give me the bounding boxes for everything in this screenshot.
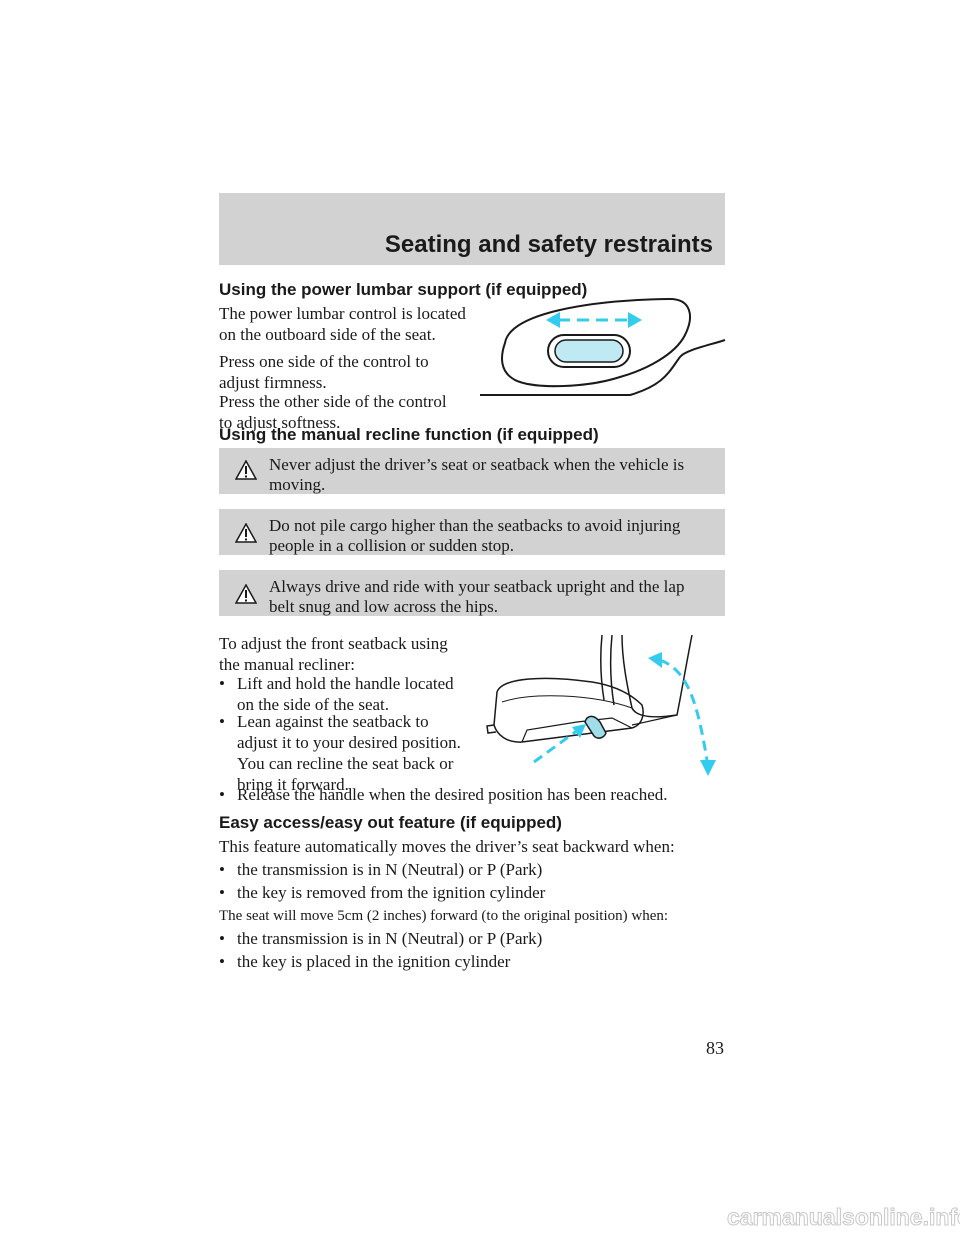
list-item: • the transmission is in N (Neutral) or … (219, 928, 725, 949)
text-line: on the side of the seat. (237, 695, 390, 714)
list-item: • Lean against the seatback to adjust it… (219, 711, 489, 795)
page-number: 83 (706, 1038, 724, 1058)
list-item: • Lift and hold the handle located on th… (219, 673, 489, 715)
list-item-text: Lean against the seatback to adjust it t… (237, 711, 461, 795)
text-line: moving. (269, 475, 326, 494)
list-item-text: Lift and hold the handle located on the … (237, 673, 454, 715)
lumbar-heading: Using the power lumbar support (if equip… (219, 280, 588, 299)
bullet-dot: • (219, 929, 225, 948)
warning-text: Always drive and ride with your seatback… (269, 577, 709, 617)
watermark-text: carmanualsonline.info (727, 1204, 960, 1230)
list-item: • the key is removed from the ignition c… (219, 882, 725, 903)
lumbar-paragraph-3: Press the other side of the control to a… (219, 391, 447, 433)
text-line: The power lumbar control is located (219, 304, 466, 323)
list-item: • the key is placed in the ignition cyli… (219, 951, 725, 972)
text-line: the manual recliner: (219, 655, 355, 674)
bullet-dot: • (219, 883, 225, 902)
easy-access-note: The seat will move 5cm (2 inches) forwar… (219, 908, 669, 924)
recline-intro: To adjust the front seatback using the m… (219, 633, 448, 675)
easy-access-intro: This feature automatically moves the dri… (219, 837, 675, 856)
text-line: Never adjust the driver’s seat or seatba… (269, 455, 685, 474)
bullet-dot: • (219, 860, 225, 879)
bullet-dot: • (219, 712, 225, 731)
list-item-text: the transmission is in N (Neutral) or P … (237, 929, 543, 948)
text-line: to adjust softness. (219, 413, 341, 432)
text-line: belt snug and low across the hips. (269, 597, 498, 616)
recline-heading: Using the manual recline function (if eq… (219, 425, 599, 444)
warning-box: Never adjust the driver’s seat or seatba… (219, 448, 725, 494)
text-line: To adjust the front seatback using (219, 634, 448, 653)
list-item: • the transmission is in N (Neutral) or … (219, 859, 725, 880)
warning-box: Always drive and ride with your seatback… (219, 570, 725, 616)
section-header-band: Seating and safety restraints (219, 193, 725, 265)
warning-text: Do not pile cargo higher than the seatba… (269, 516, 709, 556)
list-item-text: Release the handle when the desired posi… (237, 785, 668, 804)
list-item: • Release the handle when the desired po… (219, 784, 725, 805)
list-item-text: the transmission is in N (Neutral) or P … (237, 860, 543, 879)
bullet-dot: • (219, 674, 225, 693)
text-line: people in a collision or sudden stop. (269, 536, 515, 555)
watermark-logo: carmanualsonline.info (727, 1204, 960, 1231)
warning-triangle-icon (235, 523, 257, 543)
warning-text: Never adjust the driver’s seat or seatba… (269, 455, 709, 495)
text-line: Lean against the seatback to (237, 712, 429, 731)
text-line: adjust it to your desired position. (237, 733, 461, 752)
warning-box: Do not pile cargo higher than the seatba… (219, 509, 725, 555)
list-item-text: the key is placed in the ignition cylind… (237, 952, 511, 971)
text-line: adjust firmness. (219, 373, 327, 392)
text-line: Press the other side of the control (219, 392, 447, 411)
text-line: You can recline the seat back or (237, 754, 454, 773)
text-line: Always drive and ride with your seatback… (269, 577, 685, 596)
bullet-dot: • (219, 785, 225, 804)
text-line: on the outboard side of the seat. (219, 325, 436, 344)
text-line: Lift and hold the handle located (237, 674, 454, 693)
bullet-dot: • (219, 952, 225, 971)
text-line: Do not pile cargo higher than the seatba… (269, 516, 681, 535)
warning-triangle-icon (235, 460, 257, 480)
text-line: bring it forward. (237, 775, 349, 794)
section-title: Seating and safety restraints (384, 231, 713, 258)
lumbar-paragraph-2: Press one side of the control to adjust … (219, 351, 429, 393)
lumbar-control-illustration (480, 297, 726, 396)
seat-recliner-illustration (486, 634, 716, 776)
list-item-text: the key is removed from the ignition cyl… (237, 883, 546, 902)
lumbar-paragraph-1: The power lumbar control is located on t… (219, 303, 466, 345)
easy-access-heading: Easy access/easy out feature (if equippe… (219, 813, 562, 832)
warning-triangle-icon (235, 584, 257, 604)
text-line: Press one side of the control to (219, 352, 429, 371)
